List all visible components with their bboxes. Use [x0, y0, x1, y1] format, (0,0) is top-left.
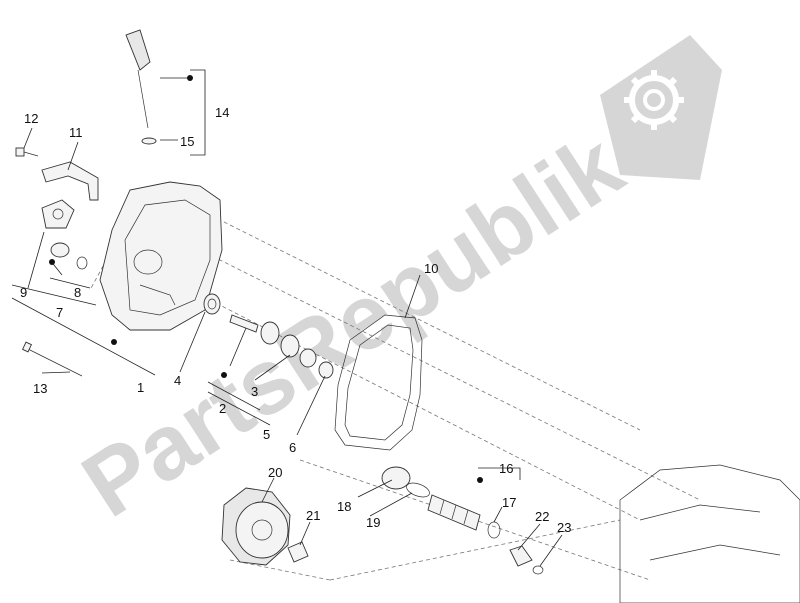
dipstick-part — [125, 29, 157, 145]
callout-labels: 1 2 3 4 5 6 7 8 9 10 11 12 13 14 15 16 1… — [20, 105, 571, 535]
bracket-part — [41, 161, 99, 201]
oil-filter-part — [221, 487, 291, 566]
leader-lines — [11, 69, 563, 567]
callout-18: 18 — [337, 499, 351, 514]
callout-1: 1 — [137, 380, 144, 395]
engine-outline — [619, 464, 800, 603]
callout-16: 16 — [499, 461, 513, 476]
callout-3: 3 — [251, 384, 258, 399]
callout-15: 15 — [180, 134, 194, 149]
pump-part — [41, 199, 75, 229]
callout-11: 11 — [69, 125, 83, 140]
callout-7: 7 — [56, 305, 63, 320]
callout-8: 8 — [74, 285, 81, 300]
callout-9: 9 — [20, 285, 27, 300]
callout-4: 4 — [174, 373, 181, 388]
callout-6: 6 — [289, 440, 296, 455]
callout-5: 5 — [263, 427, 270, 442]
bolt-part — [15, 147, 39, 157]
strainer-part — [427, 494, 501, 539]
plug-and-oring — [381, 466, 430, 498]
reference-dots — [49, 75, 483, 483]
fitting-part — [287, 541, 309, 563]
seal-part — [50, 242, 88, 270]
long-bolt-part — [21, 341, 83, 377]
callout-13: 13 — [33, 381, 47, 396]
callout-20: 20 — [268, 465, 282, 480]
oil-seal-part — [203, 293, 221, 315]
callout-14: 14 — [215, 105, 229, 120]
gear-logo-icon — [600, 35, 722, 180]
callout-10: 10 — [424, 261, 438, 276]
callout-19: 19 — [366, 515, 380, 530]
callout-22: 22 — [535, 509, 549, 524]
callout-12: 12 — [24, 111, 38, 126]
callout-17: 17 — [502, 495, 516, 510]
callout-2: 2 — [219, 401, 226, 416]
callout-23: 23 — [557, 520, 571, 535]
callout-21: 21 — [306, 508, 320, 523]
crankcase-cover-part — [99, 181, 223, 331]
sensor-and-washer — [509, 545, 544, 575]
shaft-and-bearings — [229, 314, 334, 379]
